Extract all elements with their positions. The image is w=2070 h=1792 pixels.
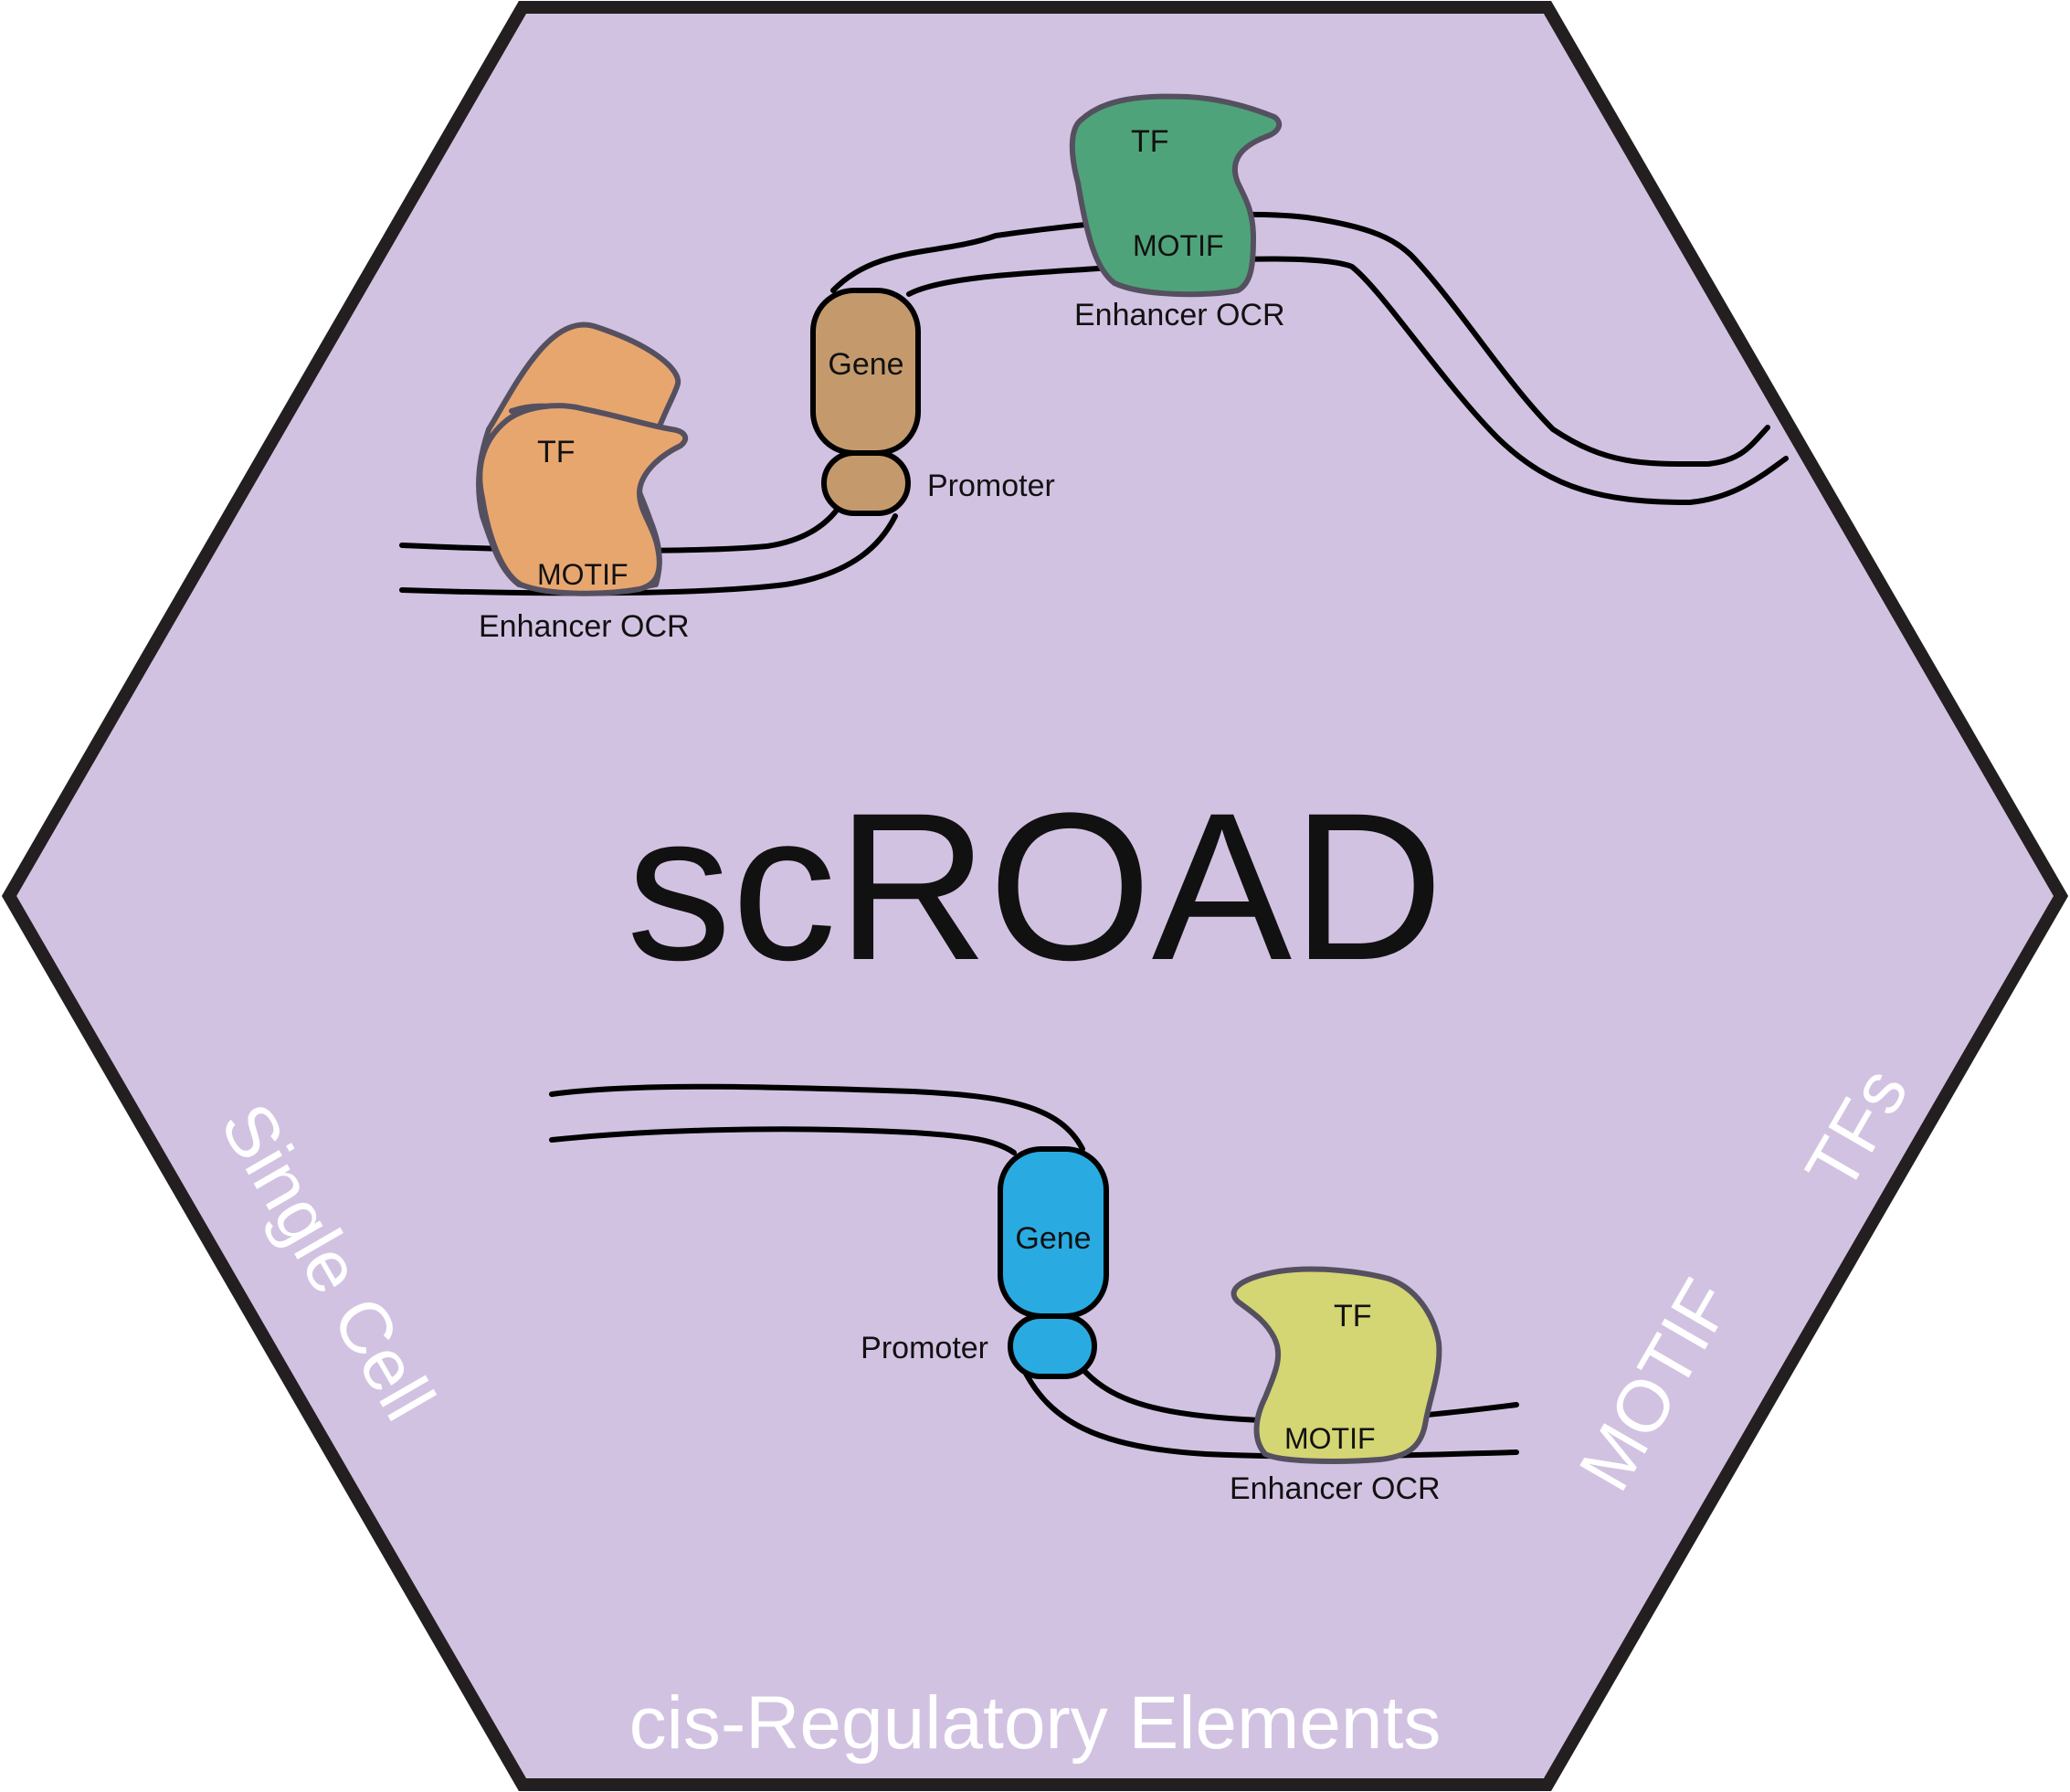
bottom-dna-diagram: Gene Promoter TF MOTIF Enhancer OCR (549, 1083, 1519, 1506)
promoter-blue-box (1008, 1313, 1097, 1379)
tf-green-shape (1069, 93, 1283, 298)
enhancer-right-label: Enhancer OCR (1074, 298, 1285, 332)
tf-orange-outline (477, 403, 689, 596)
bottom-dna-strand-upper (549, 1083, 1085, 1152)
bottom-dna-strand-right-lower (1022, 1369, 1519, 1460)
tf-yellow-shape (1230, 1266, 1442, 1464)
top-dna-strand-right-upper (830, 211, 1770, 468)
side-label-cis-regulatory: cis-Regulatory Elements (629, 1681, 1442, 1765)
motif-bottom-label: MOTIF (1284, 1422, 1376, 1455)
bottom-dna-strand-lower (549, 1126, 1017, 1155)
top-dna-strand-lower (399, 513, 898, 596)
enhancer-bottom-label: Enhancer OCR (1230, 1471, 1441, 1506)
gene-top-label: Gene (828, 347, 903, 382)
tf-right-label: TF (1131, 124, 1169, 159)
logo-title: scROAD (627, 769, 1444, 1004)
motif-right-label: MOTIF (1133, 229, 1224, 262)
motif-left-label: MOTIF (537, 558, 628, 591)
promoter-bottom-label: Promoter (861, 1331, 988, 1365)
promoter-top-label: Promoter (927, 469, 1055, 503)
tf-left-label: TF (537, 435, 576, 469)
gene-bottom-label: Gene (1015, 1221, 1091, 1256)
enhancer-left-label: Enhancer OCR (479, 609, 690, 644)
top-dna-strand-right-lower (906, 256, 1789, 505)
top-dna-diagram: TF MOTIF Enhancer OCR Gene Promoter TF M… (399, 93, 1789, 644)
tf-bottom-label: TF (1334, 1299, 1372, 1333)
promoter-brown-box (821, 450, 911, 516)
